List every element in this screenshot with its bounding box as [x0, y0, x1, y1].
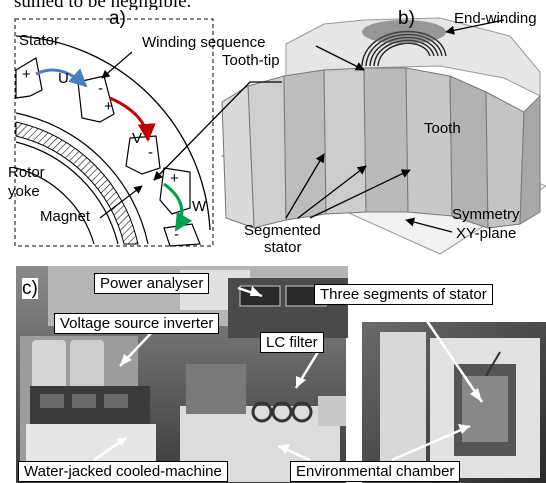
minus-sign: - — [98, 80, 103, 97]
lc-filter-callout: LC filter — [260, 332, 324, 353]
winding-sequence-label: Winding sequence — [142, 34, 266, 51]
plus-sign: + — [22, 66, 31, 83]
end-winding-label: End-winding — [454, 10, 537, 27]
segmented-stator-label-line1: Segmented — [244, 222, 321, 239]
panel-c-letter: c) — [22, 278, 38, 299]
voltage-source-inverter-callout: Voltage source inverter — [54, 313, 220, 334]
panel-b-3d-stator-model: b) End-winding Tooth-tip Tooth Segmented… — [214, 6, 546, 256]
panel-a-stator-cross-section: a) Stator Winding sequence Rotor yoke Ma… — [8, 8, 265, 248]
symmetry-plane-label-line2: XY-plane — [456, 225, 517, 242]
tooth-label: Tooth — [424, 120, 461, 137]
stator-label: Stator — [19, 32, 60, 49]
plus-sign: + — [104, 98, 113, 115]
panel-b-letter: b) — [398, 8, 415, 29]
tooth-tip-label: Tooth-tip — [222, 52, 280, 69]
three-segments-of-stator-callout: Three segments of stator — [314, 284, 493, 305]
segmented-stator-label-line2: stator — [264, 239, 302, 256]
minus-sign: - — [174, 226, 179, 243]
water-jacked-cooled-machine-callout: Water-jacked cooled-machine — [18, 461, 228, 482]
minus-sign: - — [148, 144, 153, 161]
magnet-label: Magnet — [40, 208, 91, 225]
rotor-yoke-label-line1: Rotor — [8, 164, 45, 181]
cut-caption: sumed to be negligible. — [14, 0, 191, 10]
power-analyser-callout: Power analyser — [94, 273, 210, 294]
plus-sign: + — [170, 170, 179, 187]
phase-u-label: U — [58, 70, 69, 87]
rotor-yoke-label-line2: yoke — [8, 183, 40, 200]
panel-c-experimental-setup-photo: c) Power analyser Three segments of stat… — [0, 256, 546, 483]
symmetry-plane-label-line1: Symmetry — [452, 206, 520, 223]
phase-w-label: W — [192, 198, 207, 215]
phase-v-label: V — [132, 130, 143, 147]
panel-a-letter: a) — [109, 8, 126, 29]
cut-caption-text: sumed to be negligible. — [0, 0, 546, 10]
environmental-chamber-callout: Environmental chamber — [290, 461, 461, 482]
